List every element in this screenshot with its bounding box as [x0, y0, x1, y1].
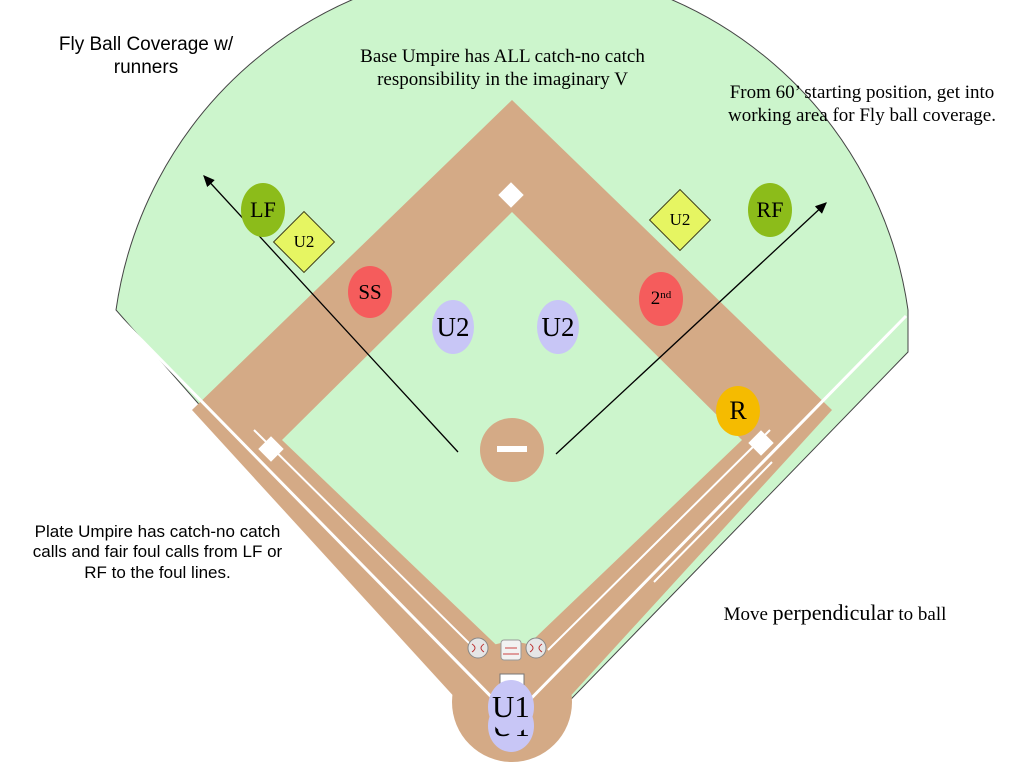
- third-base: [258, 436, 284, 462]
- second-base: [498, 182, 524, 208]
- starting-position-note: From 60’ starting position, get into wor…: [727, 82, 996, 126]
- baseball-icon-right: [525, 637, 547, 659]
- right-fielder-label: RF: [756, 197, 784, 222]
- pitchers-rubber: [497, 446, 527, 452]
- right-fielder-marker: RF: [748, 183, 792, 237]
- runner-marker: R: [716, 386, 760, 436]
- baseball-icon-left: [467, 637, 489, 659]
- u2-right-diamond-label: U2: [669, 210, 691, 229]
- u2-left-oval-label: U2: [436, 311, 470, 342]
- diagram-title: Fly Ball Coverage w/ runners: [58, 34, 234, 78]
- base-umpire-note: Base Umpire has ALL catch-no catch respo…: [360, 46, 645, 90]
- runner-label: R: [729, 396, 747, 425]
- move-emphasis-text: perpendicular: [772, 600, 894, 625]
- first-base-lane-line-2: [653, 461, 773, 583]
- u1-front-oval: U1: [488, 680, 534, 734]
- shortstop-marker: SS: [348, 266, 392, 318]
- second-baseman-suffix: nd: [660, 289, 672, 301]
- third-base-lane-line: [253, 429, 477, 651]
- first-base: [748, 430, 774, 456]
- plate-umpire-note: Plate Umpire has catch-no catch calls an…: [32, 522, 283, 582]
- shortstop-label: SS: [358, 279, 382, 304]
- move-perpendicular-note: Move perpendicular to ball: [690, 600, 980, 627]
- second-baseman-label: 2: [650, 288, 661, 309]
- left-fielder-label: LF: [250, 197, 276, 222]
- u1-front-oval-label: U1: [492, 689, 530, 724]
- right-foul-line: [510, 314, 908, 720]
- right-field-arrow: [555, 202, 827, 455]
- move-suffix-text: to ball: [893, 604, 947, 625]
- u2-left-oval: U2: [432, 300, 474, 354]
- catcher-mitt-icon: [500, 639, 522, 661]
- left-foul-line: [116, 314, 514, 720]
- move-prefix-text: Move: [723, 604, 773, 625]
- u2-right-oval: U2: [537, 300, 579, 354]
- u2-left-diamond-label: U2: [293, 232, 315, 251]
- u2-right-oval-label: U2: [541, 311, 575, 342]
- first-base-lane-line: [547, 429, 771, 651]
- left-fielder-marker: LF: [241, 183, 285, 237]
